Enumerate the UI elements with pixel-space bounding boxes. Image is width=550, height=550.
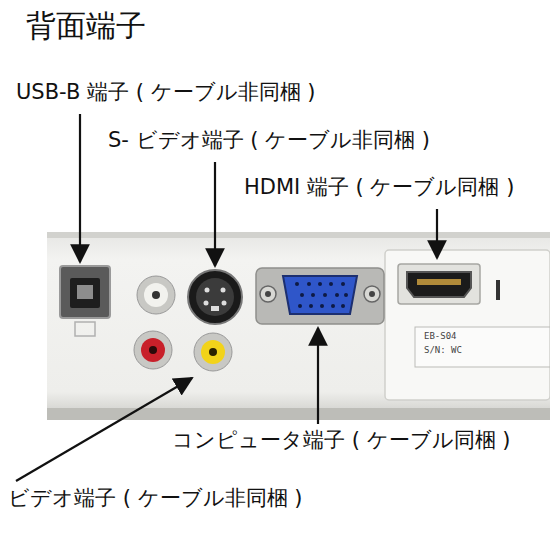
hdmi-port xyxy=(398,264,480,304)
s-video-port xyxy=(188,270,242,324)
leader-lines xyxy=(16,114,437,481)
port-label: ビデオ端子 ( ケーブル非同梱 ) xyxy=(8,486,302,511)
port-label: S- ビデオ端子 ( ケーブル非同梱 ) xyxy=(108,128,430,153)
leader-line xyxy=(79,114,81,262)
usb-b-port xyxy=(60,266,110,336)
serial-label: S/N: WC xyxy=(424,345,462,356)
port-label: コンピュータ端子 ( ケーブル同梱 ) xyxy=(172,428,510,453)
port-label: HDMI 端子 ( ケーブル同梱 ) xyxy=(244,175,514,200)
leader-line xyxy=(436,209,438,258)
rca-red xyxy=(134,331,172,369)
panel-title: 背面端子 xyxy=(26,8,146,44)
panel-body xyxy=(47,232,550,420)
leader-line xyxy=(214,162,216,266)
port-label: USB-B 端子 ( ケーブル非同梱 ) xyxy=(16,80,315,105)
vga-port xyxy=(256,268,384,324)
leader-line xyxy=(317,328,319,424)
model-label: EB-S04 xyxy=(424,331,457,342)
rca-white xyxy=(137,276,175,314)
rca-yellow xyxy=(194,333,232,371)
leader-line xyxy=(16,378,192,481)
